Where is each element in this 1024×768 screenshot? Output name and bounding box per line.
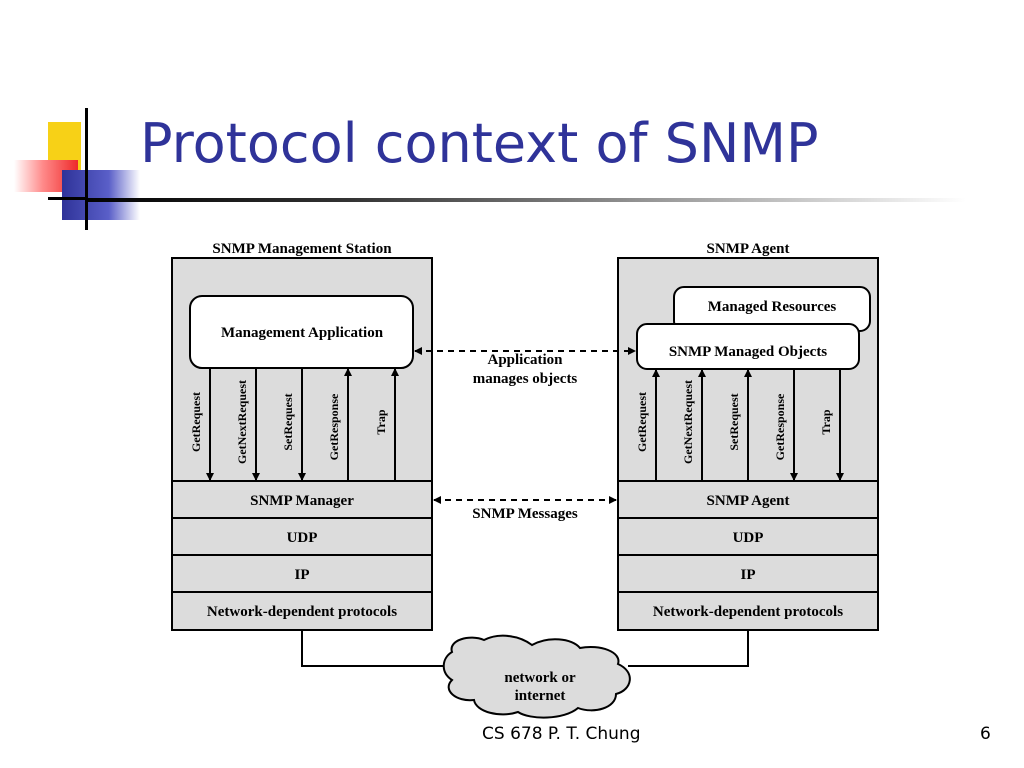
station-stack-manager: SNMP Manager [250, 493, 354, 509]
slide-title: Protocol context of SNMP [140, 112, 819, 175]
agent-msg-getresponse: GetResponse [773, 393, 787, 460]
agent-stack-udp: UDP [733, 530, 764, 546]
station-stack-udp: UDP [287, 530, 318, 546]
network-cloud-label-2: internet [515, 688, 566, 704]
management-application-label: Management Application [221, 325, 384, 341]
snmp-messages-label: SNMP Messages [472, 506, 578, 522]
slide-logo [14, 108, 140, 230]
station-msg-getrequest: GetRequest [189, 392, 203, 452]
network-cloud [442, 634, 631, 719]
station-stack-ip: IP [295, 567, 310, 583]
slide-footer: CS 678 P. T. Chung [482, 724, 641, 744]
logo-horizontal-line [48, 197, 88, 200]
station-stack-network: Network-dependent protocols [207, 604, 397, 620]
station-msg-setrequest: SetRequest [281, 393, 295, 450]
managed-resources-label: Managed Resources [708, 299, 837, 315]
logo-blue-block [62, 170, 140, 220]
logo-vertical-line [85, 108, 88, 230]
agent-stack-ip: IP [741, 567, 756, 583]
agent-stack-network: Network-dependent protocols [653, 604, 843, 620]
title-underline [86, 198, 966, 202]
agent-msg-getrequest: GetRequest [635, 392, 649, 452]
agent-stack-agent: SNMP Agent [707, 493, 790, 509]
application-link-label-1: Application [487, 352, 563, 368]
agent-msg-setrequest: SetRequest [727, 393, 741, 450]
agent-msg-trap: Trap [819, 409, 833, 434]
application-link-label-2: manages objects [473, 371, 578, 387]
agent-msg-getnextrequest: GetNextRequest [681, 380, 695, 464]
station-network-link [301, 630, 452, 667]
station-msg-getnextrequest: GetNextRequest [235, 380, 249, 464]
agent-network-link [628, 630, 749, 667]
agent-heading: SNMP Agent [707, 241, 790, 257]
slide-page-number: 6 [980, 724, 991, 744]
station-msg-trap: Trap [374, 409, 388, 434]
station-msg-getresponse: GetResponse [327, 393, 341, 460]
network-cloud-label-1: network or [504, 670, 576, 686]
station-heading: SNMP Management Station [212, 241, 392, 257]
managed-objects-label: SNMP Managed Objects [669, 344, 827, 360]
